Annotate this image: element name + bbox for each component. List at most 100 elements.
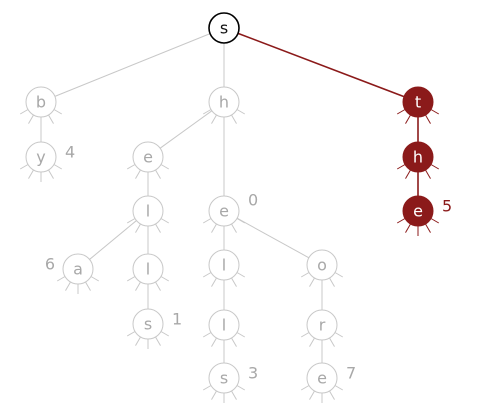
null-link-stub xyxy=(126,276,136,282)
trie-node-shel_mid: l xyxy=(202,249,246,287)
trie-node-value: 3 xyxy=(248,364,258,383)
trie-node-circle xyxy=(25,141,57,173)
null-link-stub xyxy=(65,281,71,291)
null-link-stub xyxy=(405,114,411,124)
null-link-stub xyxy=(90,276,100,282)
trie-node-circle xyxy=(306,249,338,281)
null-link-stub xyxy=(202,109,212,115)
trie-node-circle xyxy=(132,141,164,173)
null-link-stub xyxy=(135,336,141,346)
trie-node-char: a xyxy=(73,260,83,279)
null-link-stub xyxy=(160,164,170,170)
trie-node-value: 6 xyxy=(45,255,55,274)
null-link-stub xyxy=(405,169,411,179)
trie-node-shel: l xyxy=(126,195,170,233)
trie-node-sho: o xyxy=(300,249,344,287)
trie-node-st: t xyxy=(396,86,440,124)
null-link-stub xyxy=(309,277,315,287)
trie-node-char: e xyxy=(219,202,229,221)
trie-node-char: r xyxy=(319,316,326,335)
null-link-stub xyxy=(309,390,315,400)
trie-node-char: s xyxy=(220,19,228,38)
null-link-stub xyxy=(334,332,344,338)
trie-node-value: 0 xyxy=(248,191,258,210)
null-link-stub xyxy=(396,164,406,170)
trie-node-char: l xyxy=(146,260,150,279)
null-link-stub xyxy=(231,390,237,400)
null-link-stub xyxy=(236,218,246,224)
trie-node-sth: h xyxy=(396,141,440,179)
null-link-stub xyxy=(155,281,161,291)
null-link-stub xyxy=(135,169,141,179)
trie-node-circle xyxy=(208,195,240,227)
trie-node-char: o xyxy=(317,256,327,275)
null-link-stub xyxy=(231,337,237,347)
trie-node-value: 5 xyxy=(442,197,452,216)
edge-layer xyxy=(40,32,419,363)
null-link-stub xyxy=(396,109,406,115)
null-link-stub xyxy=(405,223,411,233)
trie-node-shell_left: l xyxy=(126,253,170,291)
trie-node-sh: h xyxy=(202,86,246,124)
trie-node-circle xyxy=(208,309,240,341)
null-link-stub xyxy=(236,332,246,338)
null-link-stub xyxy=(300,332,310,338)
null-link-stub xyxy=(211,114,217,124)
null-link-stub xyxy=(236,272,246,278)
null-link-stub xyxy=(135,281,141,291)
null-link-stub xyxy=(211,337,217,347)
trie-node-circle xyxy=(62,253,94,285)
null-link-stub xyxy=(425,223,431,233)
null-link-stub xyxy=(56,276,66,282)
trie-node-value: 7 xyxy=(346,364,356,383)
trie-node-circle xyxy=(132,253,164,285)
trie-node-char: y xyxy=(36,148,45,167)
null-link-stub xyxy=(231,114,237,124)
null-link-stub xyxy=(211,390,217,400)
trie-node-she_left: e xyxy=(126,141,170,179)
null-link-stub xyxy=(135,223,141,233)
null-link-stub xyxy=(19,164,29,170)
trie-node-sb: b xyxy=(19,86,63,124)
null-link-stub xyxy=(48,169,54,179)
null-link-stub xyxy=(126,164,136,170)
null-link-stub xyxy=(396,218,406,224)
null-link-stub xyxy=(231,277,237,287)
null-link-stub xyxy=(300,272,310,278)
trie-node-circle xyxy=(402,195,434,227)
trie-node-char: h xyxy=(413,148,423,167)
null-link-stub xyxy=(19,109,29,115)
trie-node-value: 4 xyxy=(65,143,75,162)
trie-node-shor: r xyxy=(300,309,344,347)
trie-node-circle xyxy=(402,86,434,118)
trie-node-circle xyxy=(208,12,240,44)
trie-node-circle xyxy=(208,86,240,118)
null-link-stub xyxy=(28,169,34,179)
trie-node-char: e xyxy=(317,369,327,388)
null-link-stub xyxy=(334,385,344,391)
null-link-stub xyxy=(85,281,91,291)
null-link-stub xyxy=(202,332,212,338)
null-link-stub xyxy=(231,223,237,233)
null-link-stub xyxy=(425,114,431,124)
null-link-stub xyxy=(53,109,63,115)
trie-node-value: 1 xyxy=(172,310,182,329)
null-link-stub xyxy=(202,385,212,391)
null-link-stub xyxy=(202,218,212,224)
trie-node-char: s xyxy=(220,369,228,388)
trie-edge-root-sb xyxy=(54,33,211,97)
null-link-stub xyxy=(430,218,440,224)
null-link-stub xyxy=(53,164,63,170)
null-link-stub xyxy=(300,385,310,391)
null-link-stub xyxy=(160,331,170,337)
trie-node-circle xyxy=(208,249,240,281)
trie-edge-shel-shela xyxy=(89,220,137,260)
trie-node-char: s xyxy=(144,315,152,334)
trie-node-circle xyxy=(132,308,164,340)
trie-node-root: s xyxy=(208,12,240,44)
trie-node-char: h xyxy=(219,93,229,112)
